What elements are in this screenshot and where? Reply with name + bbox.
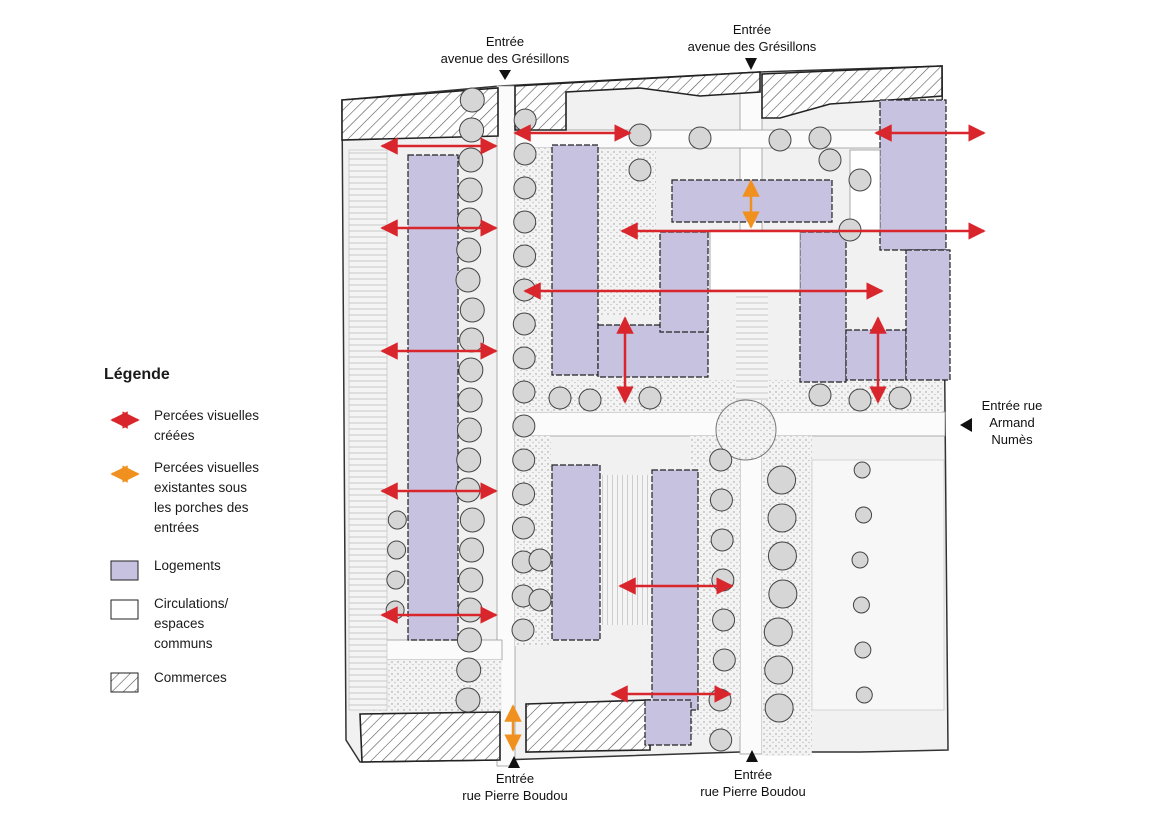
- tree: [459, 537, 485, 563]
- entrance-label-north-right: Entrée avenue des Grésillons: [687, 22, 817, 54]
- entrance-label-south-left: Entrée rue Pierre Boudou: [462, 771, 568, 803]
- tree: [808, 126, 832, 150]
- entrance-marker-south-right: [746, 750, 758, 762]
- tree: [688, 126, 712, 150]
- legend-symbols: [110, 411, 140, 693]
- courtyards: [709, 149, 881, 291]
- tree: [855, 506, 873, 524]
- tree: [456, 627, 482, 653]
- tree: [456, 417, 482, 443]
- tree: [548, 386, 572, 410]
- tree: [638, 386, 662, 410]
- tree: [459, 87, 485, 113]
- tree: [712, 648, 736, 672]
- entrance-marker-north-right: [745, 58, 757, 70]
- tree: [513, 108, 537, 132]
- tree: [456, 447, 482, 473]
- tree: [511, 516, 535, 540]
- tree: [808, 383, 832, 407]
- tree: [512, 414, 536, 438]
- tree: [455, 687, 481, 713]
- entrance-marker-south-left: [508, 756, 520, 768]
- legend-commerces-swatch: [110, 672, 139, 693]
- legend-item-circulations: Circulations/ espaces communs: [154, 596, 229, 651]
- legend: Légende Percées visuelles créées Percées…: [104, 366, 304, 702]
- tree: [768, 128, 792, 152]
- tree: [848, 388, 872, 412]
- entrance-markers: [499, 58, 972, 768]
- legend-item-created-views: Percées visuelles créées: [154, 408, 260, 443]
- tree: [578, 388, 602, 412]
- legend-title: Légende: [104, 366, 170, 383]
- legend-item-logements: Logements: [154, 558, 221, 573]
- tree: [709, 728, 733, 752]
- tree: [386, 570, 406, 590]
- tree: [764, 693, 794, 723]
- tree: [456, 237, 482, 263]
- tree: [385, 600, 405, 620]
- entrance-marker-north-left: [499, 70, 511, 80]
- tree: [712, 608, 736, 632]
- tree: [709, 448, 733, 472]
- tree: [710, 528, 734, 552]
- tree: [708, 688, 732, 712]
- tree: [458, 147, 484, 173]
- tree: [513, 244, 537, 268]
- tree: [459, 117, 485, 143]
- tree: [459, 297, 485, 323]
- tree: [455, 267, 481, 293]
- tree: [457, 387, 483, 413]
- tree: [888, 386, 912, 410]
- view-arrows: [380, 124, 986, 752]
- tree: [767, 465, 797, 495]
- tree: [711, 568, 735, 592]
- entrance-label-east: Entrée rue Armand Numès: [981, 398, 1043, 447]
- tree: [512, 346, 536, 370]
- tree: [851, 551, 869, 569]
- tree: [513, 142, 537, 166]
- tree: [512, 312, 536, 336]
- legend-circulations-swatch: [110, 599, 139, 620]
- tree: [459, 507, 485, 533]
- tree: [512, 482, 536, 506]
- tree: [768, 579, 798, 609]
- tree: [853, 461, 871, 479]
- trees: [385, 87, 912, 752]
- tree: [818, 148, 842, 172]
- legend-logements-swatch: [110, 560, 139, 581]
- tree: [512, 448, 536, 472]
- tree: [852, 596, 870, 614]
- tree: [763, 617, 793, 647]
- tree: [628, 158, 652, 182]
- tree: [528, 548, 552, 572]
- tree: [848, 168, 872, 192]
- tree: [528, 588, 552, 612]
- tree: [855, 686, 873, 704]
- tree: [854, 641, 872, 659]
- tree: [459, 327, 485, 353]
- legend-item-commerces: Commerces: [154, 670, 227, 685]
- tree: [513, 176, 537, 200]
- tree: [767, 541, 797, 571]
- tree: [457, 177, 483, 203]
- tree: [458, 357, 484, 383]
- tree: [513, 210, 537, 234]
- commerces: [341, 65, 943, 763]
- tree: [458, 567, 484, 593]
- tree: [512, 380, 536, 404]
- tree: [628, 123, 652, 147]
- tree: [511, 618, 535, 642]
- tree: [767, 503, 797, 533]
- entrance-label-north-left: Entrée avenue des Grésillons: [440, 34, 570, 66]
- tree: [709, 488, 733, 512]
- entrance-label-south-right: Entrée rue Pierre Boudou: [700, 767, 806, 799]
- legend-item-existing-views: Percées visuelles existantes sous les po…: [154, 460, 260, 535]
- tree: [387, 540, 407, 560]
- tree: [764, 655, 794, 685]
- tree: [456, 657, 482, 683]
- entrance-marker-east: [960, 418, 972, 432]
- tree: [387, 510, 407, 530]
- tree: [457, 597, 483, 623]
